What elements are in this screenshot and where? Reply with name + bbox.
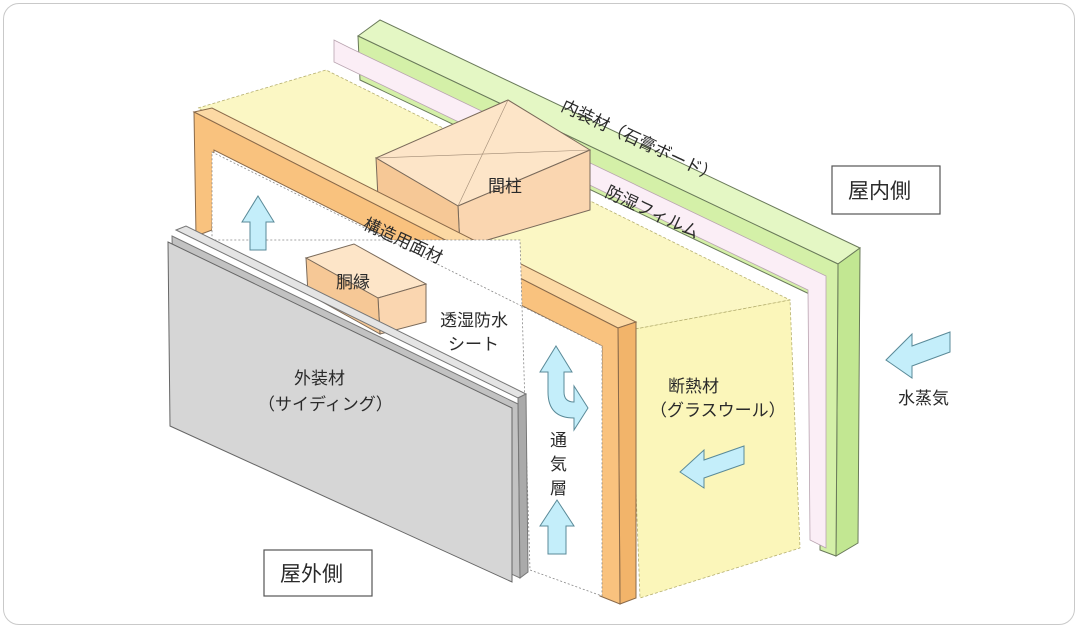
up-arrow-icon	[539, 499, 575, 555]
label-air-layer-1: 通	[550, 431, 567, 451]
label-insulation-1: 断熱材	[668, 377, 719, 397]
label-stud: 間柱	[488, 177, 522, 197]
vapor-arrow-insulation	[679, 445, 745, 489]
vapor-barrier-film	[333, 39, 827, 549]
label-breathable-sheet-2: シート	[448, 335, 499, 355]
label-air-layer-3: 層	[550, 479, 567, 499]
left-arrow-icon	[885, 331, 951, 379]
label-breathable-sheet-1: 透湿防水	[440, 311, 508, 331]
label-furring-strip: 胴縁	[336, 273, 370, 293]
u-turn-arrow-icon	[539, 345, 589, 432]
label-insulation-2: （グラスウール）	[650, 401, 786, 421]
airflow-u-turn-arrow	[539, 345, 589, 432]
outdoor-side-box: 屋外側	[263, 549, 373, 597]
airflow-up-arrow-left	[241, 195, 275, 251]
airflow-up-arrow-bottom	[539, 499, 575, 555]
left-arrow-icon	[679, 445, 745, 489]
vapor-arrow-outside	[885, 331, 951, 379]
label-vapor: 水蒸気	[898, 389, 949, 409]
indoor-side-box: 屋内側	[831, 165, 941, 215]
furring-strip	[304, 243, 428, 335]
label-outdoor-side: 屋外側	[280, 562, 343, 586]
up-arrow-icon	[241, 195, 275, 251]
label-indoor-side: 屋内側	[848, 179, 911, 203]
siding-panel	[167, 225, 529, 583]
label-exterior-finish-2: （サイディング）	[258, 394, 393, 415]
label-exterior-finish-1: 外装材	[294, 369, 345, 389]
label-air-layer-2: 気	[550, 455, 567, 475]
